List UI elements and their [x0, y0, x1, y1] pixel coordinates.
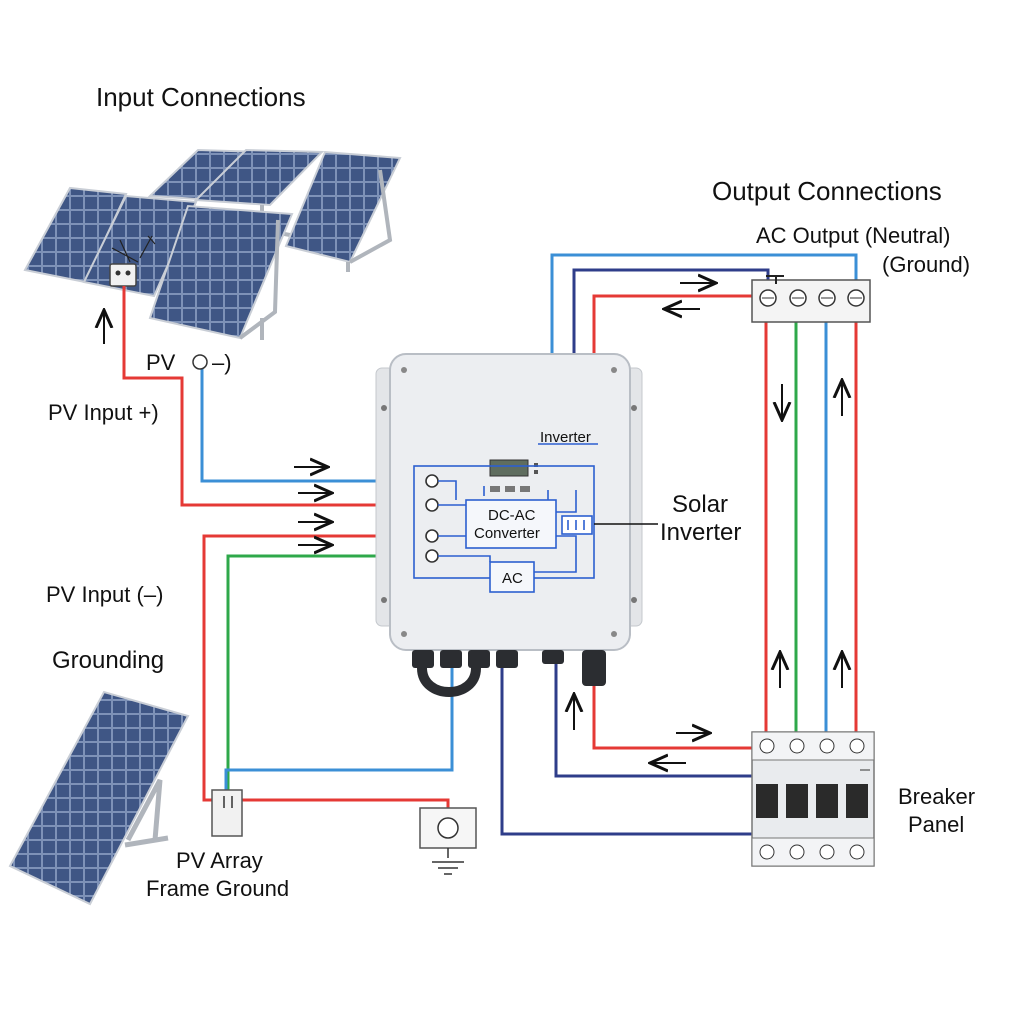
- wire-ground-green: [226, 554, 426, 800]
- terminal: [425, 549, 439, 563]
- wire-ac-out-red: [592, 294, 752, 356]
- terminal: [425, 529, 439, 543]
- input-connections-title: Input Connections: [96, 82, 306, 112]
- pv-array-label-2: Frame Ground: [146, 876, 289, 901]
- inverter-button: [505, 486, 515, 492]
- output-connections-title: Output Connections: [712, 176, 942, 206]
- wire-ground-red: [202, 534, 450, 815]
- frame-ground-clamp: [211, 789, 243, 837]
- solar-panel: [284, 150, 402, 272]
- breaker-panel: [751, 731, 875, 867]
- grounding-label: Grounding: [52, 647, 164, 674]
- breaker-panel-label-1: Breaker: [898, 784, 975, 809]
- pv-input-minus-label: PV Input (–): [46, 582, 163, 607]
- dc-ac-label-1: DC-AC: [488, 507, 536, 524]
- pv-minus-terminal: [192, 354, 208, 370]
- dc-ac-converter-box: [465, 499, 557, 549]
- inverter-button: [490, 486, 500, 492]
- breaker[interactable]: [816, 738, 838, 860]
- ac-box-label: AC: [502, 570, 523, 587]
- junction-box: [109, 235, 156, 287]
- terminal: [425, 498, 439, 512]
- inverter-title: Inverter: [540, 429, 591, 446]
- breaker[interactable]: [756, 738, 778, 860]
- pv-minus-label: PV: [146, 350, 176, 375]
- pv-input-plus-label: PV Input +): [48, 400, 159, 425]
- wire-ac-out-blue: [550, 253, 858, 356]
- cable-glands: [412, 650, 606, 697]
- ground-rod: [419, 807, 477, 875]
- breaker[interactable]: [786, 738, 808, 860]
- solar-inverter-label-1: Solar: [672, 491, 728, 518]
- solar-array-top: [23, 148, 402, 340]
- wire-bottom-navy: [554, 660, 752, 778]
- inverter-schematic: [413, 465, 595, 593]
- solar-panel: [148, 204, 294, 340]
- terminal: [425, 474, 439, 488]
- pv-array-label-1: PV Array: [176, 848, 263, 873]
- wire-pv-positive: [122, 286, 426, 507]
- solar-panel-ground-array: [8, 690, 190, 906]
- breaker[interactable]: [846, 738, 868, 860]
- pv-minus-suffix: –): [212, 350, 232, 375]
- wire-pv-negative: [200, 362, 426, 483]
- inverter-display: [489, 459, 529, 477]
- inverter-button: [520, 486, 530, 492]
- ac-box: [489, 561, 535, 593]
- wire-bottom-red: [592, 680, 752, 750]
- wire-ground-blue: [224, 650, 454, 800]
- solar-panel: [23, 186, 128, 284]
- ac-output-ground-label: (Ground): [882, 252, 970, 277]
- ground-symbol-icon: [432, 861, 464, 875]
- ac-output-terminal-block: [751, 275, 871, 323]
- dc-ac-label-2: Converter: [474, 525, 540, 542]
- inverter: [375, 353, 658, 697]
- solar-inverter-label-2: Inverter: [660, 519, 741, 546]
- wire-ac-out-navy: [572, 268, 770, 356]
- flow-arrows: [104, 283, 842, 763]
- wires: [122, 253, 858, 836]
- breaker-panel-label-2: Panel: [908, 812, 964, 837]
- wire-bottom-navy-2: [500, 660, 752, 836]
- ac-output-neutral-label: AC Output (Neutral): [756, 223, 950, 248]
